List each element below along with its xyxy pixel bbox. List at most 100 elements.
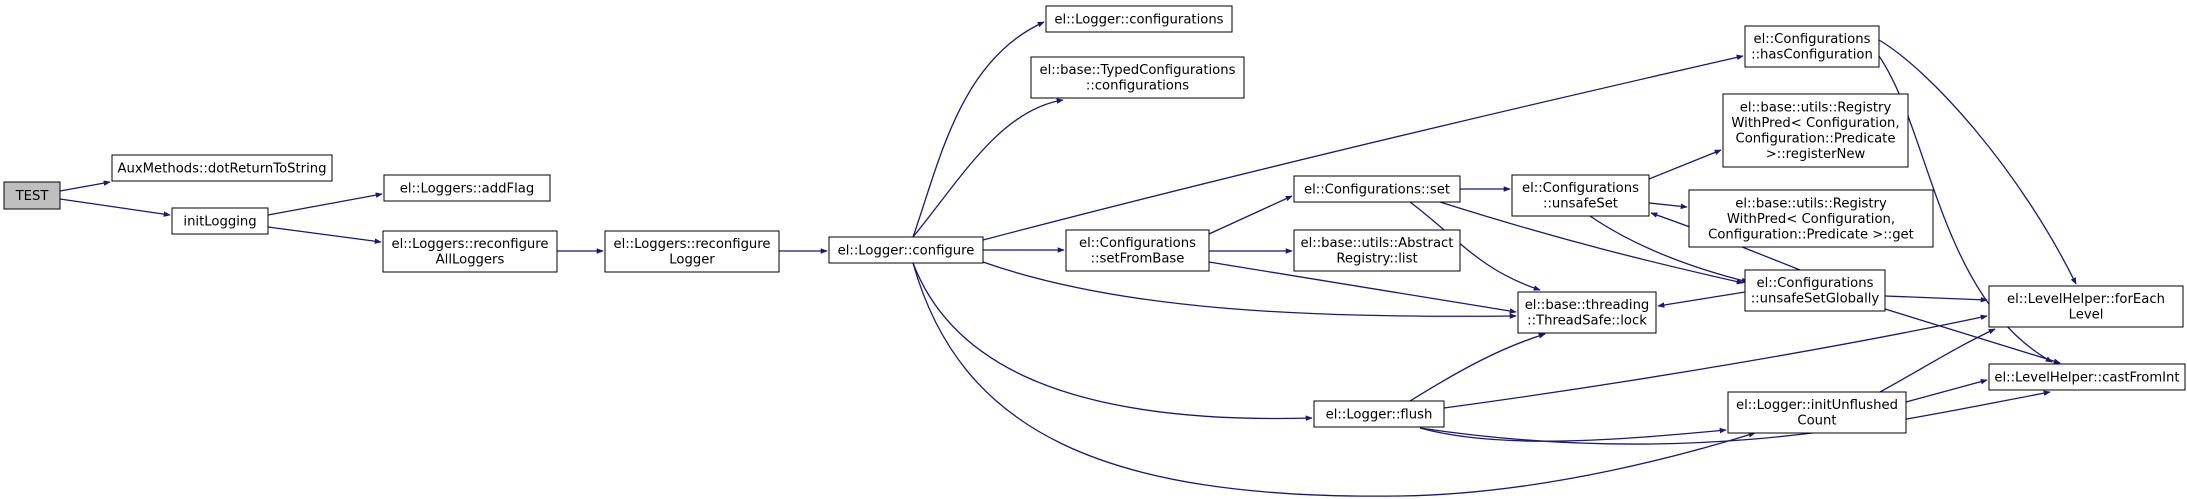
nodes-layer: TEST AuxMethods::dotReturnToStringinitLog… xyxy=(3,5,2186,434)
node-label: Logger xyxy=(669,253,715,268)
node-loggerconf[interactable]: el::Logger::configurations xyxy=(1045,5,1233,33)
node-addflag[interactable]: el::Loggers::addFlag xyxy=(383,174,551,202)
node-label: >::registerNew xyxy=(1766,147,1866,162)
node-box xyxy=(1045,5,1233,33)
edge-flush-to-castfromint xyxy=(1419,390,2051,445)
node-unsafeset[interactable]: el::Configurations::unsafeSet xyxy=(1511,174,1650,217)
node-label: TEST xyxy=(15,189,50,204)
node-label: Level xyxy=(2069,308,2104,323)
node-label: el::Logger::configurations xyxy=(1054,12,1223,27)
node-initlog[interactable]: initLogging xyxy=(171,207,269,235)
node-label: initLogging xyxy=(183,214,256,229)
node-configure[interactable]: el::Logger::configure xyxy=(828,236,984,264)
node-label: Configuration::Predicate xyxy=(1736,132,1896,147)
edge-initlog-to-addflag xyxy=(267,192,383,216)
node-label: ::unsafeSetGlobally xyxy=(1751,292,1880,307)
node-label: el::LevelHelper::forEach xyxy=(2007,292,2165,307)
edge-unsafeglob-to-lock xyxy=(1657,291,1746,308)
edge-initlog-to-reconfall xyxy=(267,226,382,244)
edge-test-to-initlog xyxy=(59,198,171,217)
node-label: AllLoggers xyxy=(436,253,505,268)
node-label: el::Configurations xyxy=(1754,32,1871,47)
edge-confset-to-unsafeglob xyxy=(1439,201,1744,285)
node-label: Configuration::Predicate >::get xyxy=(1708,227,1914,242)
edges-layer xyxy=(59,21,2077,497)
node-flush[interactable]: el::Logger::flush xyxy=(1313,400,1445,428)
node-label: el::Configurations xyxy=(1757,276,1874,291)
node-box xyxy=(111,154,333,182)
node-label: el::base::utils::Registry xyxy=(1735,196,1887,211)
edge-unsafeglob-to-castfromint xyxy=(1884,308,2061,364)
node-setfrombase[interactable]: el::Configurations::setFromBase xyxy=(1065,229,1210,272)
node-test[interactable]: TEST xyxy=(3,181,61,210)
edge-initunflushed-to-castfromint xyxy=(1905,378,1988,403)
edge-unsafeset-to-unsafeglob xyxy=(1589,215,1749,284)
node-label: el::Logger::initUnflushed xyxy=(1736,398,1898,413)
node-label: el::base::TypedConfigurations xyxy=(1040,63,1236,78)
edge-unsafeset-to-regget xyxy=(1648,202,1688,210)
node-box xyxy=(382,230,558,273)
node-label: ::hasConfiguration xyxy=(1751,48,1873,63)
node-box xyxy=(1744,269,1886,312)
node-label: el::Configurations xyxy=(1079,236,1196,251)
node-box xyxy=(1988,285,2184,328)
node-box xyxy=(383,174,551,202)
node-label: el::base::utils::Abstract xyxy=(1301,236,1454,251)
node-box xyxy=(828,236,984,264)
edge-configure-to-lock xyxy=(982,261,1517,319)
edge-hasconf-to-castfromint xyxy=(1878,55,2053,363)
node-box xyxy=(1293,175,1461,203)
node-box xyxy=(1293,229,1461,272)
edge-flush-to-initunflushed xyxy=(1419,427,1727,442)
node-label: Registry::list xyxy=(1336,252,1417,267)
node-label: el::Configurations::set xyxy=(1304,182,1450,197)
edge-configure-to-loggerconf xyxy=(912,21,1045,238)
node-label: el::Loggers::reconfigure xyxy=(613,237,770,252)
node-label: el::Logger::configure xyxy=(838,243,975,258)
node-box xyxy=(1722,93,1909,168)
edge-test-to-aux xyxy=(59,180,111,192)
edge-setfrombase-to-lock xyxy=(1208,261,1517,314)
edge-hasconf-to-foreach xyxy=(1878,39,2077,285)
node-label: AuxMethods::dotReturnToString xyxy=(117,161,326,176)
node-label: ::ThreadSafe::lock xyxy=(1527,314,1647,329)
edge-setfrombase-to-confset xyxy=(1208,195,1293,235)
node-label: el::base::threading xyxy=(1525,298,1650,313)
node-label: el::Logger::flush xyxy=(1326,407,1433,422)
node-box xyxy=(1065,229,1210,272)
node-box xyxy=(3,181,61,210)
node-label: el::Loggers::addFlag xyxy=(400,181,534,196)
node-box xyxy=(171,207,269,235)
node-unsafeglob[interactable]: el::Configurations::unsafeSetGlobally xyxy=(1744,269,1886,312)
node-label: ::configurations xyxy=(1086,79,1189,94)
node-lock[interactable]: el::base::threading::ThreadSafe::lock xyxy=(1517,291,1657,334)
node-box xyxy=(1313,400,1445,428)
edge-confset-to-lock xyxy=(1409,201,1541,291)
node-box xyxy=(1988,363,2186,391)
edge-configure-to-typedconf xyxy=(912,98,1064,238)
edge-configure-to-initunflushed xyxy=(912,262,1756,497)
edge-initunflushed-to-foreach xyxy=(1879,328,1996,393)
node-label: el::Loggers::reconfigure xyxy=(391,237,548,252)
node-label: el::LevelHelper::castFromInt xyxy=(1994,370,2179,385)
edge-flush-to-foreach xyxy=(1443,314,1988,409)
node-castfromint[interactable]: el::LevelHelper::castFromInt xyxy=(1988,363,2186,391)
node-aux[interactable]: AuxMethods::dotReturnToString xyxy=(111,154,333,182)
node-box xyxy=(1744,25,1880,68)
node-hasconf[interactable]: el::Configurations::hasConfiguration xyxy=(1744,25,1880,68)
edge-unsafeglob-to-foreach xyxy=(1884,295,1988,303)
node-typedconf[interactable]: el::base::TypedConfigurations::configura… xyxy=(1030,56,1245,99)
node-box xyxy=(1688,189,1934,248)
node-confset[interactable]: el::Configurations::set xyxy=(1293,175,1461,203)
node-box xyxy=(604,230,780,273)
node-label: WithPred< Configuration, xyxy=(1727,212,1895,227)
edge-configure-to-hasconf xyxy=(982,54,1744,241)
